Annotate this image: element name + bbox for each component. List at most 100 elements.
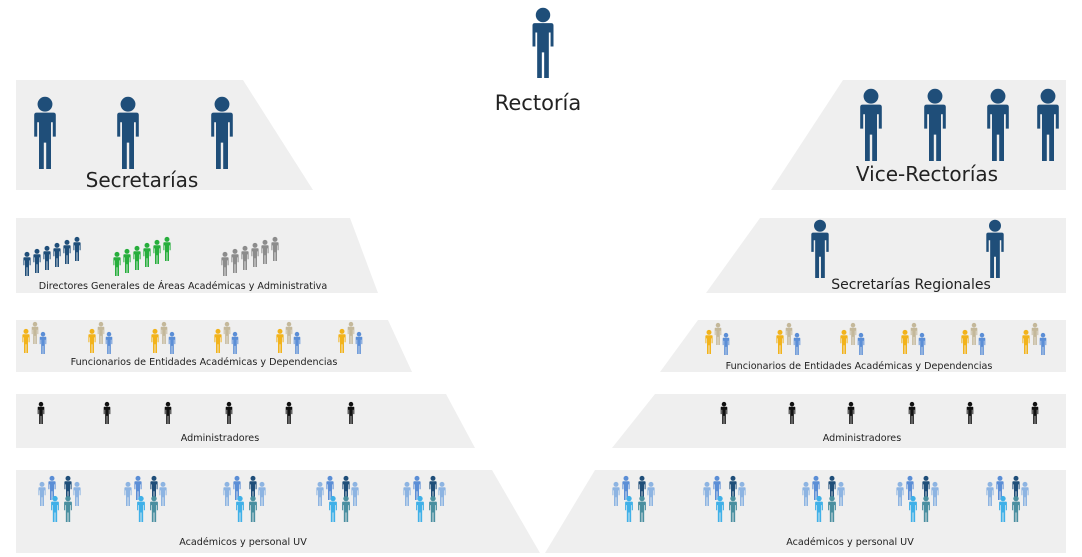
funcionario-person-icon <box>214 328 222 353</box>
funcionario-person-icon <box>22 328 30 353</box>
academico-person-icon <box>986 481 994 506</box>
academico-person-icon <box>236 495 244 522</box>
left-tier-5-label: Académicos y personal UV <box>179 536 307 548</box>
administrador-person-icon <box>720 401 728 424</box>
academico-person-icon <box>438 481 446 506</box>
academico-person-icon <box>38 481 46 506</box>
vicerrector-person-icon <box>987 88 1009 161</box>
academico-person-icon <box>812 475 820 500</box>
academico-person-icon <box>429 475 437 500</box>
academico-person-icon <box>64 495 72 522</box>
funcionario-person-icon <box>105 331 113 354</box>
funcionario-person-icon <box>168 331 176 354</box>
academico-person-icon <box>1012 475 1020 500</box>
right-tier-1-label: Vice-Rectorías <box>856 162 998 186</box>
director-person-icon <box>271 236 279 261</box>
academico-person-icon <box>1021 481 1029 506</box>
funcionario-person-icon <box>857 332 865 355</box>
right-tier-3-label: Funcionarios de Entidades Académicas y D… <box>726 360 993 372</box>
director-person-icon <box>113 251 121 276</box>
funcionario-person-icon <box>285 321 293 344</box>
academico-person-icon <box>413 475 421 500</box>
academico-person-icon <box>622 475 630 500</box>
funcionario-person-icon <box>231 331 239 354</box>
vicerrector-person-icon <box>860 88 882 161</box>
administrador-person-icon <box>225 401 233 424</box>
director-person-icon <box>241 245 249 270</box>
academico-person-icon <box>729 475 737 500</box>
funcionario-person-icon <box>705 329 713 354</box>
funcionario-person-icon <box>714 322 722 345</box>
academico-person-icon <box>73 481 81 506</box>
funcionario-person-icon <box>347 321 355 344</box>
right-tier-4-label: Administradores <box>823 433 901 444</box>
academico-person-icon <box>249 475 257 500</box>
left-band-2 <box>16 218 378 293</box>
academico-person-icon <box>416 495 424 522</box>
secretaria-person-icon <box>211 96 233 169</box>
academico-person-icon <box>1012 495 1020 522</box>
funcionario-person-icon <box>31 321 39 344</box>
funcionario-person-icon <box>840 329 848 354</box>
academico-person-icon <box>729 495 737 522</box>
academico-person-icon <box>828 475 836 500</box>
vicerrector-person-icon <box>924 88 946 161</box>
left-band-1 <box>16 80 313 190</box>
left-tier-3-label: Funcionarios de Entidades Académicas y D… <box>71 356 338 368</box>
academico-person-icon <box>922 495 930 522</box>
funcionario-person-icon <box>223 321 231 344</box>
director-person-icon <box>221 251 229 276</box>
director-person-icon <box>143 242 151 267</box>
director-person-icon <box>63 239 71 264</box>
funcionario-person-icon <box>785 322 793 345</box>
funcionario-person-icon <box>910 322 918 345</box>
director-person-icon <box>33 248 41 273</box>
academico-person-icon <box>999 495 1007 522</box>
administrador-person-icon <box>1031 401 1039 424</box>
funcionario-person-icon <box>970 322 978 345</box>
administrador-person-icon <box>347 401 355 424</box>
academico-person-icon <box>703 481 711 506</box>
funcionario-person-icon <box>355 331 363 354</box>
secretaria-regional-person-icon <box>811 219 829 278</box>
left-band-3 <box>16 320 412 372</box>
academico-person-icon <box>996 475 1004 500</box>
funcionario-person-icon <box>776 329 784 354</box>
academico-person-icon <box>922 475 930 500</box>
academico-person-icon <box>124 481 132 506</box>
academico-person-icon <box>342 475 350 500</box>
academico-person-icon <box>931 481 939 506</box>
funcionario-person-icon <box>1031 322 1039 345</box>
academico-person-icon <box>316 481 324 506</box>
funcionario-person-icon <box>918 332 926 355</box>
director-person-icon <box>133 245 141 270</box>
administrador-person-icon <box>285 401 293 424</box>
academico-person-icon <box>896 481 904 506</box>
academico-person-icon <box>134 475 142 500</box>
funcionario-person-icon <box>39 331 47 354</box>
academico-person-icon <box>612 481 620 506</box>
funcionario-person-icon <box>961 329 969 354</box>
funcionario-person-icon <box>1022 329 1030 354</box>
academico-person-icon <box>738 481 746 506</box>
academico-person-icon <box>51 495 59 522</box>
rectoria-label: Rectoría <box>495 91 582 115</box>
left-band-4 <box>16 394 475 448</box>
left-tier-2-label: Directores Generales de Áreas Académicas… <box>39 279 328 292</box>
administrador-person-icon <box>164 401 172 424</box>
funcionario-person-icon <box>901 329 909 354</box>
academico-person-icon <box>326 475 334 500</box>
director-person-icon <box>43 245 51 270</box>
academico-person-icon <box>828 495 836 522</box>
academico-person-icon <box>716 495 724 522</box>
administrador-person-icon <box>908 401 916 424</box>
funcionario-person-icon <box>160 321 168 344</box>
funcionario-person-icon <box>849 322 857 345</box>
academico-person-icon <box>647 481 655 506</box>
director-person-icon <box>163 236 171 261</box>
secretaria-regional-person-icon <box>986 219 1004 278</box>
director-person-icon <box>73 236 81 261</box>
director-person-icon <box>53 242 61 267</box>
funcionario-person-icon <box>276 328 284 353</box>
academico-person-icon <box>713 475 721 500</box>
